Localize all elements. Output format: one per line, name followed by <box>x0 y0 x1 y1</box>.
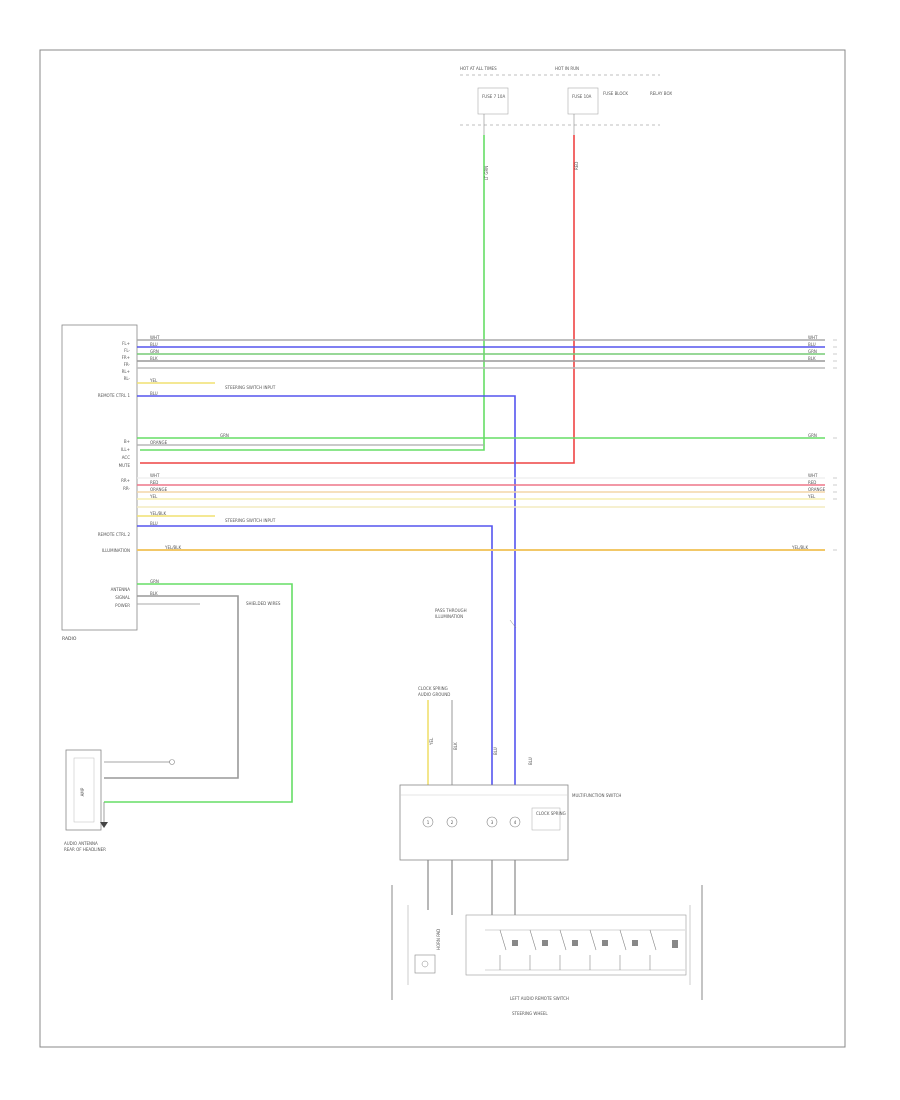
radio-pin-2: FL- <box>124 348 130 353</box>
antenna-sub: REAR OF HEADLINER <box>64 847 106 852</box>
fuse-block-label: FUSE BLOCK <box>603 91 628 96</box>
pass-through-note: PASS THROUGH <box>435 608 467 613</box>
radio-pin-14: REMOTE CTRL 2 <box>98 532 131 537</box>
antenna-label: AUDIO ANTENNA <box>64 841 98 846</box>
radio-pin-16: ANTENNA <box>111 587 131 592</box>
horn-label: HORN PAD <box>436 929 441 950</box>
radio-pin-11: MUTE <box>119 463 131 468</box>
steering-wheel-area: HORN PAD LEFT AUDIO REMOTE SWITCH STEERI… <box>391 885 703 1016</box>
right-connector-ticks <box>833 339 837 551</box>
radio-pin-6: RL- <box>124 376 131 381</box>
wire-label-tr: ORANGE <box>808 487 826 492</box>
wire-label-w: WHT <box>150 473 160 478</box>
multifunction-switch: MULTIFUNCTION SWITCH CLOCK SPRING 1 2 3 … <box>399 784 621 861</box>
wire-label-pr: RED <box>808 480 816 485</box>
blue-remote-wire-1 <box>137 395 516 760</box>
fuse-left-title: HOT AT ALL TIMES <box>460 66 497 71</box>
fuse1-label: FUSE 7 10A <box>482 94 505 99</box>
radio-pin-10: ACC <box>122 455 130 460</box>
illumination-note: ILLUMINATION <box>435 614 463 619</box>
wire-label-t: ORANGE <box>150 487 168 492</box>
yellow-stub-label-2: YEL/BLK <box>149 511 167 516</box>
combo-switch-sub: CLOCK SPRING <box>536 811 566 816</box>
radio-pin-8: B+ <box>124 439 130 444</box>
blue-wire-label-1: BLU <box>150 391 158 396</box>
steering-label: STEERING WHEEL <box>512 1011 548 1016</box>
red-feed-wire <box>140 135 575 464</box>
blue-remote-wire-2 <box>137 525 493 760</box>
radio-pin-4: FR- <box>124 362 131 367</box>
wire-label-lyr: YEL <box>807 494 816 499</box>
steering-note-1: STEERING SWITCH INPUT <box>225 385 276 390</box>
radio-label: RADIO <box>62 636 77 642</box>
cs-wire-label-2: BLK <box>453 742 458 750</box>
gray-wire-label: ORANGE <box>150 440 168 445</box>
fuse-right-title: HOT IN RUN <box>555 66 579 71</box>
radio-pin-5: RL+ <box>122 369 130 374</box>
red-feed-label: RED <box>574 162 579 170</box>
antenna-signal-wire <box>104 583 293 803</box>
radio-pin-17: SIGNAL <box>115 595 131 600</box>
antenna-power-wire <box>104 595 239 779</box>
fuse-block: HOT AT ALL TIMES HOT IN RUN FUSE 7 10A F… <box>460 66 672 135</box>
antenna-box-label: AMP <box>80 787 85 796</box>
green-wire-label: GRN <box>220 433 229 438</box>
audio-antenna: AMP AUDIO ANTENNA REAR OF HEADLINER <box>64 749 175 852</box>
cs-wire-label-1: YEL <box>429 737 434 746</box>
radio-pin-12: RR+ <box>121 478 130 483</box>
wire-label-r2: BLU <box>808 342 816 347</box>
antenna-wire-label-2: BLK <box>150 591 158 596</box>
radio-pin-18: POWER <box>115 603 130 608</box>
radio-pin-7: REMOTE CTRL 1 <box>98 393 131 398</box>
green-feed-label: LT GRN <box>484 166 489 180</box>
wire-label-p: RED <box>150 480 158 485</box>
cs-wire-label-3: BLU <box>493 747 498 755</box>
green-wire-label-r: GRN <box>808 433 817 438</box>
blue-wire-label-2: BLU <box>150 521 158 526</box>
radio-pin-13: RR- <box>123 486 130 491</box>
fuse2-label: FUSE 10A <box>572 94 592 99</box>
orange-wire-label-r: YEL/BLK <box>791 545 809 550</box>
wire-label-3: GRN <box>150 349 159 354</box>
radio-pin-1: FL+ <box>122 341 130 346</box>
page-frame <box>39 49 846 1048</box>
fuse-side-label: RELAY BOX <box>650 91 672 96</box>
conn-4: 4 <box>514 820 517 825</box>
cs-wire-label-4: BLU <box>528 757 533 765</box>
radio-pin-15: ILLUMINATION <box>102 548 130 553</box>
green-feed-wire <box>140 135 485 451</box>
antenna-wire-label-1: GRN <box>150 579 159 584</box>
yellow-stub-label: YEL <box>149 378 158 383</box>
wire-label-r4: BLK <box>808 356 816 361</box>
combo-switch-label: MULTIFUNCTION SWITCH <box>572 793 621 798</box>
conn-2: 2 <box>451 820 454 825</box>
radio-pin-9: ILL+ <box>121 447 130 452</box>
wire-label-r1: WHT <box>808 335 818 340</box>
conn-3: 3 <box>491 820 494 825</box>
wire-label-ly: YEL <box>149 494 158 499</box>
left-switch-label: LEFT AUDIO REMOTE SWITCH <box>510 996 569 1001</box>
wire-label-2: BLU <box>150 342 158 347</box>
wire-label-4: BLK <box>150 356 158 361</box>
radio-pin-3: FR+ <box>122 355 130 360</box>
audio-ground-note: AUDIO GROUND <box>418 692 450 697</box>
radio-unit: RADIO FL+ FL- FR+ FR- RL+ RL- REMOTE CTR… <box>61 324 138 642</box>
wire-label-r3: GRN <box>808 349 817 354</box>
wire-label-1: WHT <box>150 335 160 340</box>
wire-label-wr: WHT <box>808 473 818 478</box>
conn-1: 1 <box>427 820 430 825</box>
shielded-note: SHIELDED WIRES <box>246 601 281 606</box>
clock-spring-note: CLOCK SPRING <box>418 686 448 691</box>
speaker-harness: WHT BLU GRN BLK WHT BLU GRN BLK <box>137 335 825 369</box>
steering-note-2: STEERING SWITCH INPUT <box>225 518 276 523</box>
orange-wire-label: YEL/BLK <box>164 545 182 550</box>
